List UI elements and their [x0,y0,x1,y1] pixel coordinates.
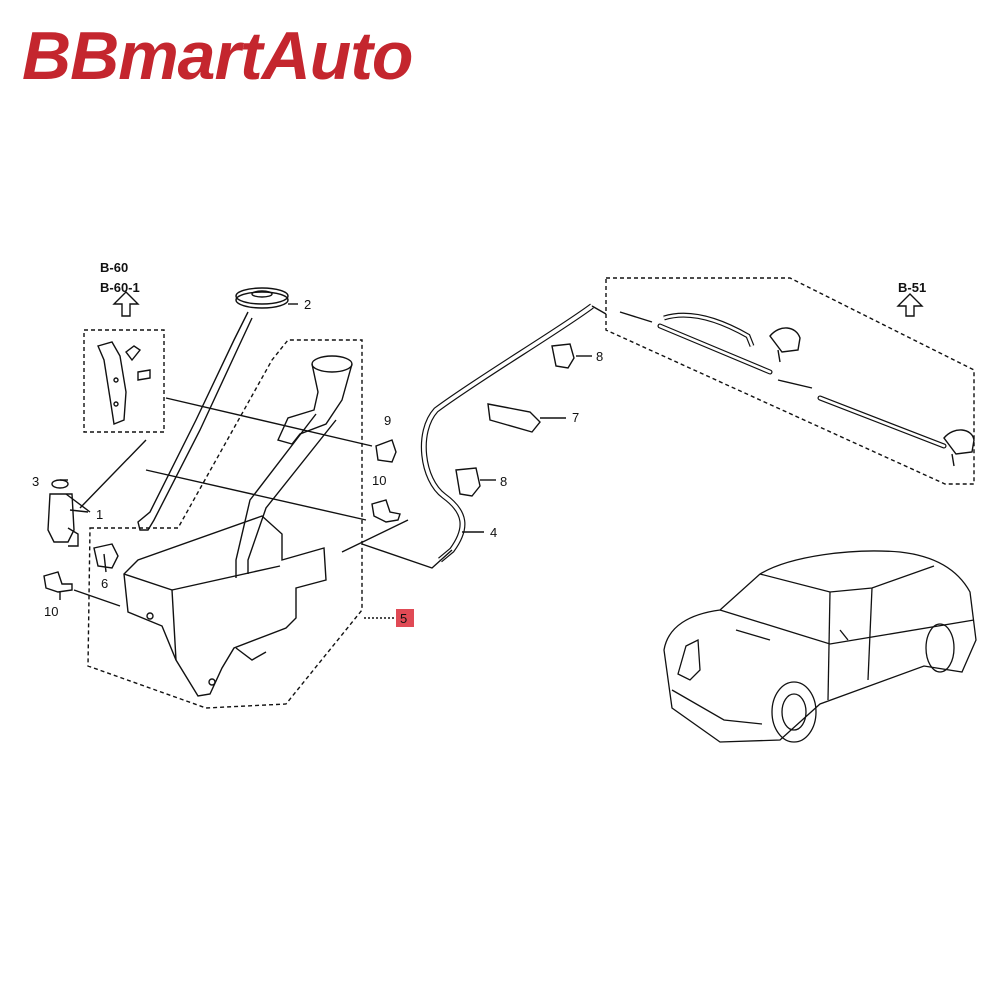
bracket-inset-box [83,329,165,433]
washer-tank [123,515,327,697]
hose-inset-box [605,277,975,485]
washer-pump [47,479,79,547]
arrow-up-b60-icon [112,291,140,317]
ref-b60: B-60 [100,260,128,275]
clip-9 [375,439,397,463]
callout-4: 4 [490,525,497,540]
callout-2: 2 [304,297,311,312]
callout-10-left: 10 [44,604,58,619]
ref-b51: B-51 [898,280,926,295]
callout-1: 1 [96,507,103,522]
clamp-8-bottom [455,467,481,497]
callout-8-bottom: 8 [500,474,507,489]
callout-10-right: 10 [372,473,386,488]
callout-6: 6 [101,576,108,591]
callout-9: 9 [384,413,391,428]
bolt-right [371,499,401,523]
grommet [93,543,119,569]
filler-neck [235,355,353,578]
callout-7: 7 [572,410,579,425]
bolt-left [43,571,73,593]
clamp-8-top [551,343,575,369]
car-illustration [663,550,977,743]
brand-logo: BBmartAuto [22,18,413,94]
joint-7 [487,403,541,433]
tank-outline [87,339,363,709]
ref-b60-1: B-60-1 [100,280,140,295]
callout-5: 5 [400,611,407,626]
filler-cap [137,287,289,531]
callout-8-top: 8 [596,349,603,364]
arrow-up-b51-icon [896,293,924,317]
callout-3: 3 [32,474,39,489]
highlight-part-5 [396,609,414,627]
